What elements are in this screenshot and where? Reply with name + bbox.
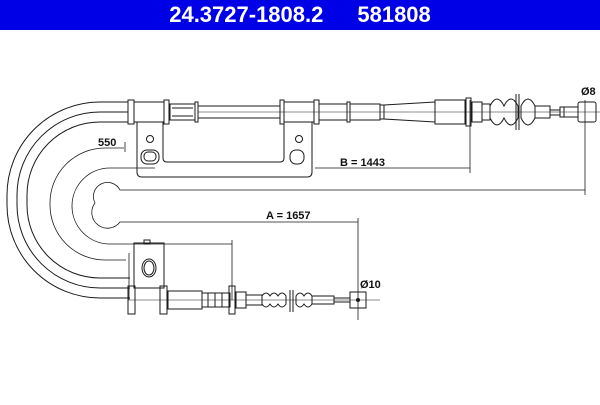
bottom-cable-end xyxy=(127,239,380,315)
cable-drawing: 550 B = 1443 A = 1657 Ø8 Ø10 xyxy=(0,30,600,400)
dimension-a-line xyxy=(91,100,586,320)
title-bar: 24.3727-1808.2 581808 xyxy=(0,0,600,30)
end-center-dot xyxy=(356,298,360,302)
mounting-bracket xyxy=(136,122,313,178)
dimension-550-line xyxy=(49,142,130,300)
cable-sheath-bend xyxy=(6,101,130,299)
dimension-550-label: 550 xyxy=(98,137,116,149)
top-cable-end xyxy=(127,94,600,130)
dimension-b-label: B = 1443 xyxy=(340,157,385,169)
dimension-a-label: A = 1657 xyxy=(266,210,311,222)
part-number: 24.3727-1808.2 xyxy=(169,2,324,27)
cable-diagram-svg: 550 B = 1443 A = 1657 Ø8 Ø10 xyxy=(6,86,600,320)
reference-number: 581808 xyxy=(357,2,431,27)
diameter-10-label: Ø10 xyxy=(360,279,381,291)
diameter-8-label: Ø8 xyxy=(581,86,596,98)
dimension-b-line xyxy=(71,100,471,300)
